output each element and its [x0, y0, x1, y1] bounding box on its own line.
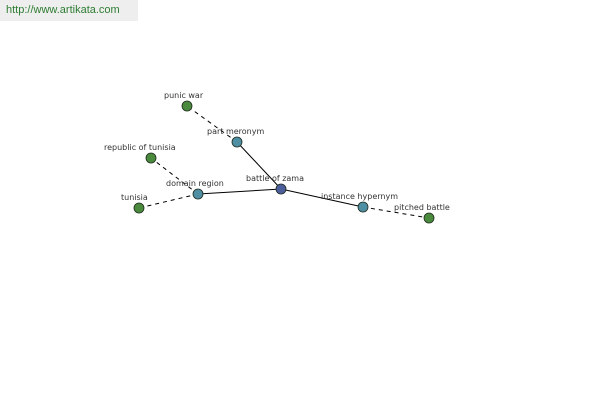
edge-domain-region-tunisia [138, 193, 199, 209]
relation-node-part-meronym[interactable] [231, 136, 243, 148]
leaf-node-republic-of-tunisia[interactable] [145, 152, 157, 164]
edge-center-instance-hypernym [280, 188, 364, 208]
leaf-label-tunisia: tunisia [121, 193, 148, 202]
center-node[interactable] [275, 183, 287, 195]
leaf-node-tunisia[interactable] [133, 202, 145, 214]
edge-instance-hypernym-pitched-battle [362, 206, 430, 219]
leaf-label-republic-of-tunisia: republic of tunisia [104, 143, 176, 152]
leaf-node-pitched-battle[interactable] [423, 212, 435, 224]
center-label: battle of zama [246, 174, 304, 183]
edge-part-meronym-punic-war [186, 105, 238, 143]
relation-node-domain-region[interactable] [192, 188, 204, 200]
relation-node-instance-hypernym[interactable] [357, 201, 369, 213]
relation-label-part-meronym: part meronym [207, 127, 264, 136]
site-url-link[interactable]: http://www.artikata.com [6, 4, 120, 16]
relation-label-domain-region: domain region [166, 179, 224, 188]
url-banner: http://www.artikata.com [0, 0, 138, 21]
edge-center-part-meronym [236, 141, 282, 190]
leaf-label-pitched-battle: pitched battle [394, 203, 450, 212]
relation-label-instance-hypernym: instance hypernym [321, 192, 398, 201]
edge-center-domain-region [197, 188, 282, 195]
leaf-node-punic-war[interactable] [181, 100, 193, 112]
leaf-label-punic-war: punic war [164, 91, 204, 100]
edge-domain-region-republic-of-tunisia [150, 157, 199, 195]
